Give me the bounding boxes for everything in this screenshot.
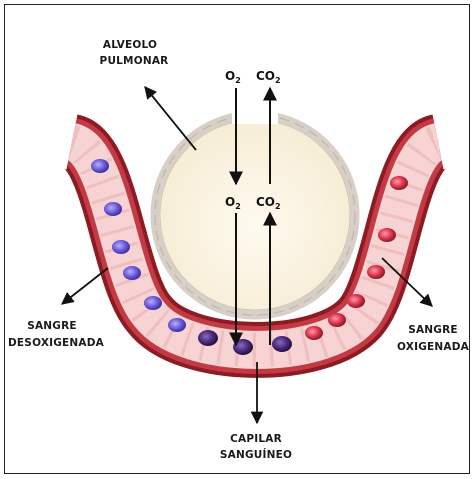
oxig-label-line1: SANGRE bbox=[408, 324, 458, 336]
red-blood-cell bbox=[104, 202, 122, 216]
alveolo-pointer bbox=[145, 87, 196, 150]
red-blood-cell bbox=[123, 266, 141, 280]
capilar-label-line2: SANGUÍNEO bbox=[220, 448, 292, 461]
capilar-label-line1: CAPILAR bbox=[230, 433, 282, 445]
red-blood-cell bbox=[112, 240, 130, 254]
desox-label-line1: SANGRE bbox=[27, 320, 77, 332]
red-blood-cell bbox=[328, 313, 346, 327]
red-blood-cell bbox=[144, 296, 162, 310]
red-blood-cell bbox=[198, 330, 218, 346]
desox-label-line2: DESOXIGENADA bbox=[8, 337, 105, 349]
red-blood-cell bbox=[91, 159, 109, 173]
oxig-label-line2: OXIGENADA bbox=[397, 341, 470, 353]
red-blood-cell bbox=[367, 265, 385, 279]
red-blood-cell bbox=[347, 294, 365, 308]
desox-pointer bbox=[62, 268, 108, 304]
red-blood-cell bbox=[378, 228, 396, 242]
red-blood-cell bbox=[305, 326, 323, 340]
red-blood-cell bbox=[168, 318, 186, 332]
alveolo-label-line1: ALVEOLO bbox=[103, 39, 157, 51]
o2-label-top: O2 bbox=[225, 69, 241, 85]
alveolus bbox=[155, 108, 355, 315]
red-blood-cell bbox=[272, 336, 292, 352]
co2-label-top: CO2 bbox=[256, 69, 281, 85]
alveolo-label-line2: PULMONAR bbox=[100, 55, 169, 67]
red-blood-cell bbox=[390, 176, 408, 190]
